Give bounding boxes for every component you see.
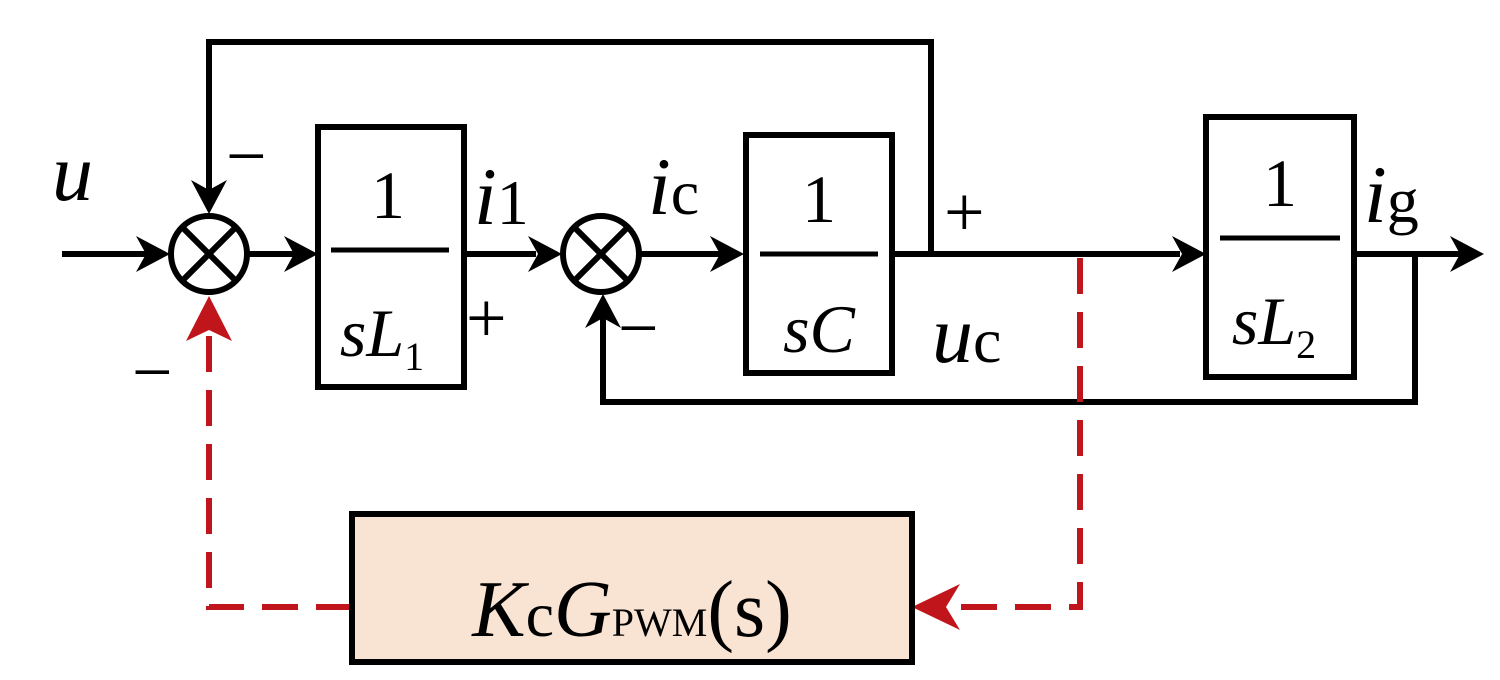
signal-ic-label: ic bbox=[648, 141, 699, 232]
signal-uc-label: uc bbox=[932, 289, 1001, 380]
signal-i1-label: i1 bbox=[474, 151, 529, 242]
sum1-top-arrowhead bbox=[191, 180, 227, 214]
input-arrowhead bbox=[136, 236, 170, 272]
blockc-input-arrowhead bbox=[710, 236, 744, 272]
block1-numerator: 1 bbox=[371, 157, 405, 233]
block2-input-arrowhead bbox=[1172, 236, 1206, 272]
blockc-denominator: sC bbox=[783, 291, 855, 367]
block-capacitor: 1 sC bbox=[743, 132, 895, 376]
uc-feedback-line bbox=[206, 39, 934, 254]
block-inductor-2: 1 sL2 bbox=[1203, 114, 1357, 380]
signal-u-label: u bbox=[52, 127, 93, 218]
controller-label: KcGPWM(s) bbox=[471, 566, 792, 654]
controller-box bbox=[349, 511, 915, 665]
block-controller: KcGPWM(s) bbox=[349, 511, 915, 665]
sum2-bottom-sign: − bbox=[618, 288, 659, 368]
sum1-bottom-sign: − bbox=[132, 332, 173, 412]
controller-input-dashed-line bbox=[944, 258, 1083, 610]
sum1-top-sign: − bbox=[226, 116, 267, 196]
sum1-bottom-arrowhead bbox=[186, 296, 232, 341]
sum2-left-sign: + bbox=[466, 278, 507, 358]
block1-denominator: sL1 bbox=[340, 295, 424, 379]
controller-input-arrowhead bbox=[912, 584, 960, 630]
block1-input-arrowhead bbox=[284, 236, 318, 272]
controller-output-dashed-line bbox=[206, 330, 352, 610]
sum2-input-arrowhead bbox=[528, 236, 562, 272]
output-arrowhead bbox=[1450, 236, 1484, 272]
block-inductor-1: 1 sL1 bbox=[315, 124, 467, 390]
uc-top-sign: + bbox=[944, 172, 985, 252]
ig-feedback-line bbox=[600, 254, 1418, 405]
summing-junction-1 bbox=[168, 213, 250, 295]
blockc-numerator: 1 bbox=[802, 161, 836, 237]
block2-numerator: 1 bbox=[1263, 145, 1297, 221]
sum2-bottom-arrowhead bbox=[585, 294, 621, 328]
block2-denominator: sL2 bbox=[1232, 283, 1316, 367]
signal-ig-label: ig bbox=[1364, 149, 1419, 240]
summing-junction-2 bbox=[560, 213, 642, 295]
